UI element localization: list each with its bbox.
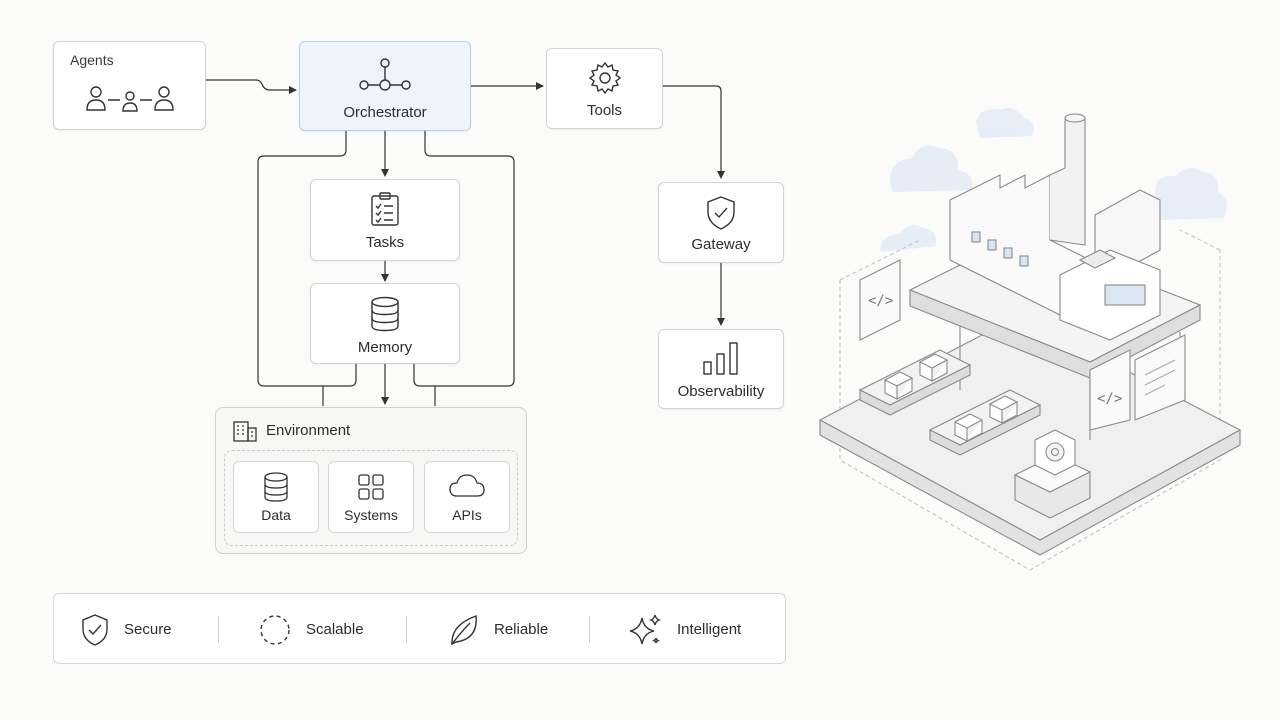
agents-label: Agents [70,52,114,68]
people-icon [84,84,176,114]
edge-tools-gateway [663,85,725,179]
env-item-apis-label: APIs [452,507,482,523]
env-item-data[interactable]: Data [233,461,319,533]
tasks-node[interactable]: Tasks [310,179,460,261]
value-scalable-label: Scalable [306,621,364,638]
network-hub-icon [357,58,413,94]
environment-title: Environment [266,422,351,439]
value-reliable: Reliable [448,594,548,665]
building-icon [232,420,258,447]
edge-right-loop [413,131,515,387]
shield-check-icon [705,195,737,231]
leaf-icon [448,613,480,647]
observability-node[interactable]: Observability [658,329,784,409]
memory-node[interactable]: Memory [310,283,460,364]
agents-node[interactable]: Agents [53,41,206,130]
value-scalable: Scalable [258,594,364,665]
dashed-circle-icon [258,613,292,647]
gear-icon [588,61,622,95]
environment-panel: Environment Data [215,407,527,554]
value-reliable-label: Reliable [494,621,549,638]
database-icon [369,296,401,332]
tasks-label: Tasks [365,234,405,251]
value-secure: Secure [80,594,172,665]
env-item-systems[interactable]: Systems [328,461,414,533]
cloud-icon [976,108,1034,138]
cloud-icon [890,145,973,192]
env-item-apis[interactable]: APIs [424,461,510,533]
env-item-data-label: Data [261,507,291,523]
values-bar: Secure Scalable Reliable [53,593,786,664]
sparkle-icon [627,612,663,648]
value-intelligent-label: Intelligent [677,621,742,638]
gateway-node[interactable]: Gateway [658,182,784,263]
isometric-factory-illustration: </> </> [818,108,1242,571]
tools-node[interactable]: Tools [546,48,663,129]
edge-agents-orchestrator [206,79,297,94]
database-icon [262,472,290,507]
svg-text:</>: </> [868,293,893,309]
divider [589,616,590,643]
tools-label: Tools [586,102,623,119]
value-secure-label: Secure [124,621,172,638]
memory-label: Memory [357,339,413,356]
gateway-label: Gateway [691,236,751,253]
bar-chart-icon [701,340,741,376]
value-intelligent: Intelligent [627,594,741,665]
observability-label: Observability [677,383,765,400]
cloud-icon [448,472,486,505]
env-item-systems-label: Systems [344,507,398,523]
environment-items: Data Systems APIs [224,450,518,546]
checklist-icon [370,192,400,226]
edge-left-loop [257,131,357,387]
divider [218,616,219,643]
divider [406,616,407,643]
orchestrator-label: Orchestrator [343,104,427,121]
grid-icon [356,472,386,507]
cloud-icon [1155,167,1227,220]
svg-text:</>: </> [1097,391,1122,407]
shield-check-icon [80,613,110,647]
cloud-icon [880,225,937,252]
orchestrator-node[interactable]: Orchestrator [299,41,471,131]
